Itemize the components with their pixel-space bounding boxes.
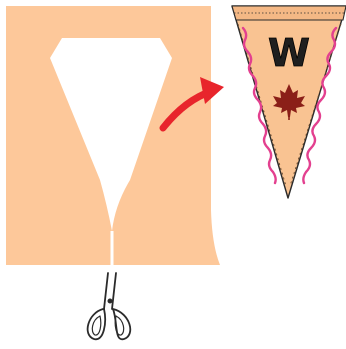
pennant-letter: W (268, 31, 310, 75)
scissors-pivot (108, 299, 111, 302)
scissors-icon (88, 273, 131, 339)
scissors-blade-left (104, 273, 108, 309)
scissors-handle-inner-left (92, 316, 100, 335)
finished-pennant: W (232, 6, 346, 198)
paper-template (6, 6, 220, 265)
scissors-blade-right (112, 273, 116, 309)
